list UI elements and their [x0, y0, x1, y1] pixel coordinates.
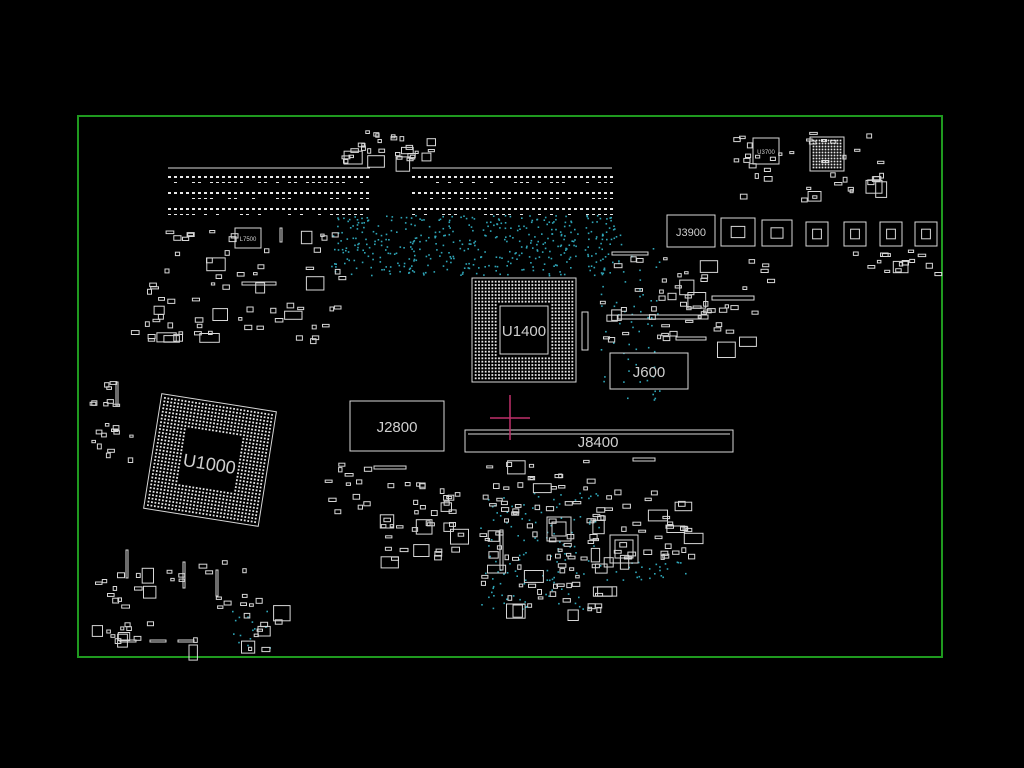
board-outline — [77, 115, 943, 658]
component-bga-top-right[interactable] — [809, 136, 845, 172]
io-connector-row[interactable] — [720, 217, 938, 247]
memory-slot-rows[interactable] — [168, 167, 613, 215]
label-j2800: J2800 — [377, 419, 418, 436]
via-field — [232, 215, 687, 649]
component-u1000[interactable]: U1000 — [143, 393, 277, 527]
component-j2800[interactable]: J2800 — [349, 400, 445, 452]
component-strip[interactable] — [581, 311, 589, 351]
label-u1400: U1400 — [502, 323, 546, 340]
component-j600[interactable]: J600 — [609, 352, 689, 390]
component-j8400[interactable]: J8400 — [464, 429, 734, 453]
component-u1400[interactable]: U1400 — [471, 277, 577, 383]
component-j3900[interactable]: J3900 — [666, 214, 716, 248]
label-l7500: L7500 — [240, 237, 257, 243]
label-u3700: U3700 — [757, 150, 775, 156]
label-j3900: J3900 — [676, 227, 706, 239]
component-l7500[interactable]: L7500 — [234, 227, 262, 249]
component-qfn-2[interactable] — [609, 534, 639, 564]
small-components[interactable] — [89, 130, 943, 661]
label-j8400: J8400 — [578, 434, 619, 451]
component-u3700[interactable]: U3700 — [752, 137, 780, 165]
component-qfn-1[interactable] — [546, 516, 572, 542]
label-j600: J600 — [633, 364, 666, 381]
probe-crosshair[interactable] — [490, 395, 530, 440]
